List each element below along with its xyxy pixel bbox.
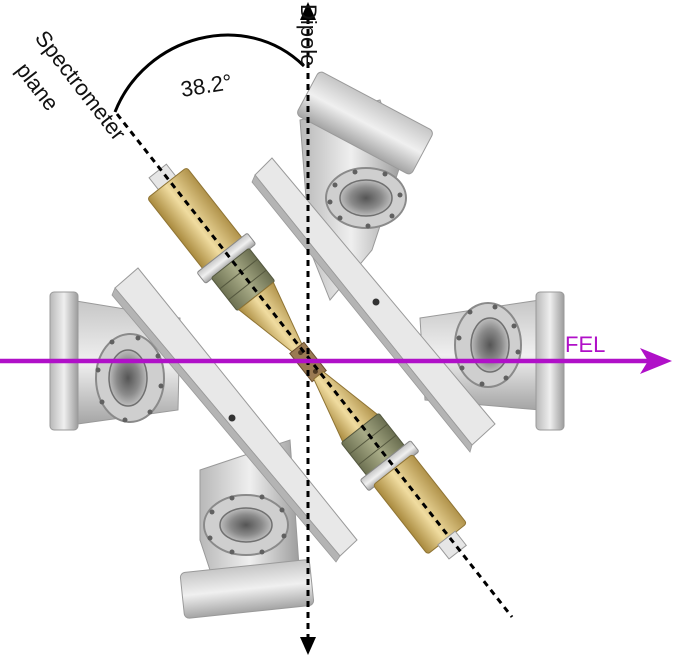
fel-beam [0,348,672,374]
fel-label: FEL [565,332,605,357]
angle-label: 38.2° [179,69,234,102]
dipole-axis [300,2,316,655]
plate-lower-left [111,267,358,563]
electrode-plates [111,157,496,563]
spectrometer-plane-line [115,113,514,618]
fel-arrow-icon [640,348,672,374]
dipole-arrow-down-icon [300,637,316,655]
lower-endcap [437,530,468,560]
angle-arc [113,33,306,113]
dipole-arrow-up-icon [300,2,316,20]
dipole-label: Dipole [296,4,321,66]
plate-upper-right [251,157,496,453]
port-upper-right [297,71,433,301]
vacuum-ports [49,71,565,619]
